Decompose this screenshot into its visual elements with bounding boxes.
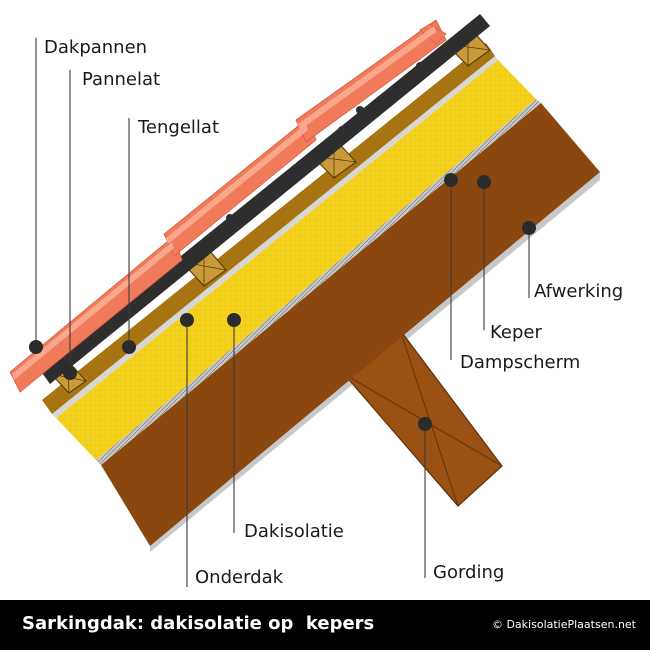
label-gording: Gording — [433, 562, 504, 583]
label-tengellat: Tengellat — [137, 117, 219, 138]
leader-lines — [35, 38, 530, 587]
label-dakisolatie: Dakisolatie — [244, 521, 344, 542]
dot-dakisolatie — [227, 313, 241, 327]
label-onderdak: Onderdak — [195, 567, 284, 588]
dot-dampscherm — [444, 173, 458, 187]
labels: Dakpannen Pannelat Tengellat Afwerking K… — [44, 37, 623, 588]
dot-gording — [418, 417, 432, 431]
footer-copyright: © DakisolatiePlaatsen.net — [491, 618, 636, 631]
label-dampscherm: Dampscherm — [460, 352, 580, 373]
dot-pannelat — [63, 366, 77, 380]
vapour-barrier — [96, 99, 541, 465]
marker-dots — [29, 173, 536, 431]
rafter — [101, 103, 600, 546]
dot-onderdak — [180, 313, 194, 327]
tile-clips — [68, 62, 424, 356]
label-afwerking: Afwerking — [534, 281, 623, 302]
underlay — [52, 56, 498, 418]
dot-dakpannen — [29, 340, 43, 354]
dot-tengellat — [122, 340, 136, 354]
dot-afwerking — [522, 221, 536, 235]
footer-title: Sarkingdak: dakisolatie op kepers — [22, 613, 375, 634]
dot-keper — [477, 175, 491, 189]
counter-batten — [42, 43, 495, 414]
label-pannelat: Pannelat — [82, 69, 160, 90]
label-dakpannen: Dakpannen — [44, 37, 147, 58]
tile-clip-strip — [40, 14, 490, 384]
tile-highlights — [12, 26, 436, 380]
insulation — [56, 60, 536, 460]
label-keper: Keper — [490, 322, 542, 343]
footer-bar: Sarkingdak: dakisolatie op kepers © Daki… — [0, 600, 650, 650]
